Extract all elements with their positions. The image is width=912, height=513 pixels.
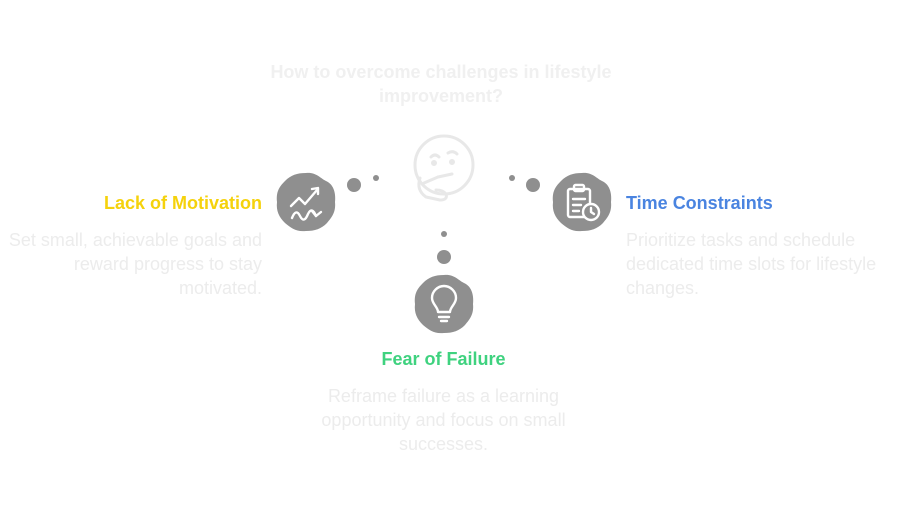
fear-of-failure-description: Reframe failure as a learning opportunit… [321,386,566,454]
lightbulb-icon [430,284,458,323]
clipboard-clock-icon [566,183,601,222]
thinking-face-icon [413,134,475,202]
lack-of-motivation-heading: Lack of Motivation [103,193,262,213]
failure-badge [414,274,474,334]
lack-of-motivation-description: Set small, achievable goals and reward p… [8,230,262,298]
connector-dots-bottom [437,231,451,264]
fear-of-failure-heading: Fear of Failure [381,349,506,369]
connector-dots-right [509,175,540,192]
motivation-badge [276,172,336,232]
time-constraints-description: Prioritize tasks and schedule dedicated … [626,230,877,298]
diagram-title: How to overcome challenges in lifestyle … [270,62,612,106]
zigzag-arrow-icon [289,186,323,221]
time-badge [552,172,612,232]
time-constraints-heading: Time Constraints [626,193,773,213]
connector-dots-left [347,175,379,192]
